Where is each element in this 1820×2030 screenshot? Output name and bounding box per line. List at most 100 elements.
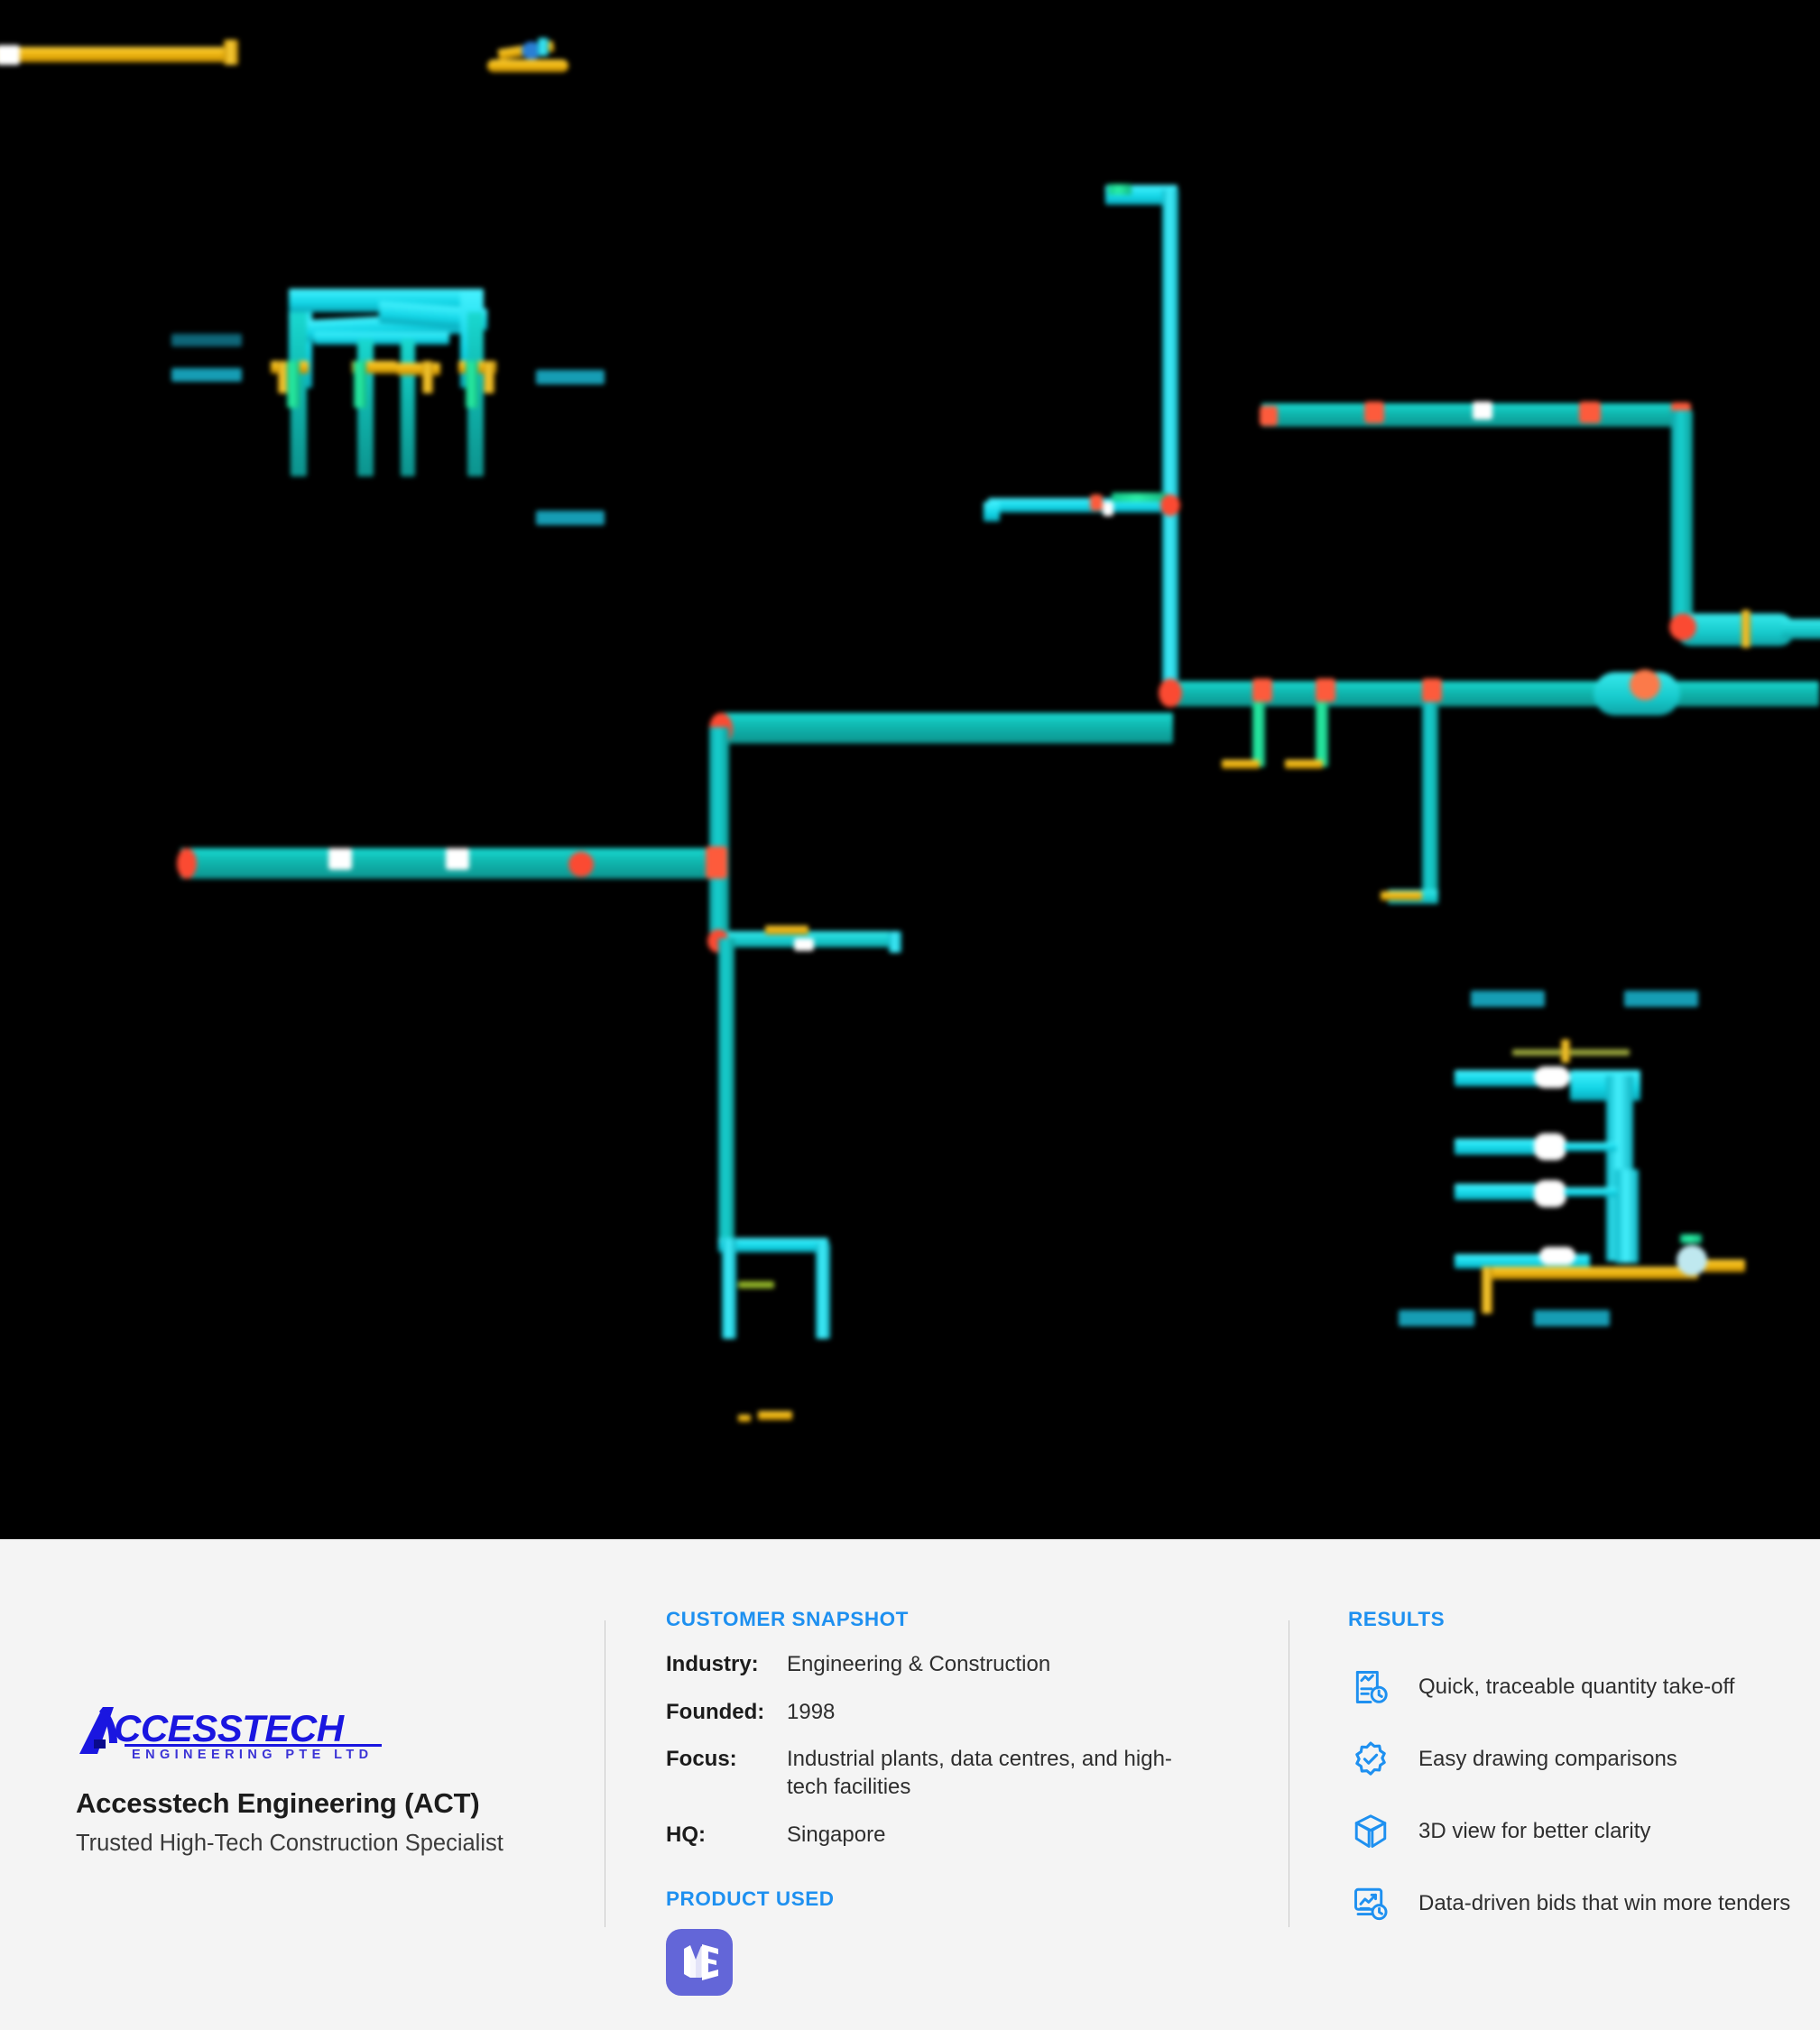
snapshot-row-focus: Focus: Industrial plants, data centres, … [666, 1746, 1243, 1801]
label-subassembly-top-2 [1624, 991, 1698, 1007]
node-branch-mid-a [1090, 494, 1103, 511]
result-text-3d-view: 3D view for better clarity [1418, 1819, 1651, 1843]
rack-green-3 [466, 361, 478, 408]
marker-bottom-yellow-1 [738, 1415, 751, 1422]
trunk-drop-green-1 [1252, 702, 1265, 767]
accesstech-logo: CCESSTECH ENGINEERING PTE LTD [76, 1702, 432, 1761]
node-run-left-2 [446, 848, 469, 870]
subassembly-top-bar [1512, 1049, 1630, 1056]
subassembly-cross-node [1677, 1245, 1707, 1276]
rack-valve-1-v [278, 361, 289, 393]
node-trunk-riser-join [1159, 678, 1182, 707]
node-run-left-3 [568, 852, 594, 877]
snapshot-key-hq: HQ: [666, 1822, 706, 1847]
snapshot-row-industry: Industry: Engineering & Construction [666, 1651, 1243, 1679]
pipe-right-edge [1782, 619, 1820, 639]
riser-main-upper [1162, 189, 1178, 695]
result-text-drawing-comparisons: Easy drawing comparisons [1418, 1747, 1677, 1771]
rack-drop-3 [401, 339, 415, 476]
pipe-yellow-top-loop [487, 60, 568, 72]
results-list: Quick, traceable quantity take-off Easy … [1348, 1651, 1799, 1940]
subassembly-header-riser-2 [1615, 1169, 1639, 1263]
node-trunk-right-2 [1316, 678, 1335, 702]
branch-mid-left-elbow [984, 502, 1000, 521]
pipe-cyan-top-loop-stub [538, 38, 549, 56]
result-text-data-driven-bids: Data-driven bids that win more tenders [1418, 1891, 1791, 1915]
rack-green-1 [287, 361, 300, 408]
subassembly-valve-3 [1534, 1180, 1566, 1207]
trunk-left-riser [709, 727, 729, 935]
product-used-heading: PRODUCT USED [666, 1887, 835, 1910]
node-upper-right-start [1260, 406, 1278, 426]
result-item-drawing-comparisons: Easy drawing comparisons [1348, 1723, 1799, 1795]
node-white-top-left [0, 45, 20, 65]
bottom-u-green-label [738, 1281, 774, 1288]
subassembly-yellow-main [1482, 1267, 1698, 1279]
snapshot-value-focus: Industrial plants, data centres, and hig… [787, 1747, 1172, 1800]
subassembly-cross-green [1680, 1234, 1702, 1243]
snapshot-value-industry: Engineering & Construction [787, 1652, 1051, 1676]
snapshot-key-industry: Industry: [666, 1652, 759, 1676]
node-run-left-1 [328, 848, 352, 870]
model-viewport[interactable] [0, 0, 1820, 1539]
snapshot-row-founded: Founded: 1998 [666, 1699, 1243, 1727]
company-column: CCESSTECH ENGINEERING PTE LTD Accesstech… [76, 1702, 563, 1859]
trunk-main-horizontal [722, 713, 1173, 743]
bottom-u-horizontal [718, 1238, 828, 1252]
rack-valve-4-v [484, 361, 494, 393]
report-chart-clock-icon [1348, 1665, 1393, 1710]
drop-center-long [718, 938, 734, 1245]
customer-snapshot-heading: CUSTOMER SNAPSHOT [666, 1608, 909, 1630]
rack-green-2 [354, 361, 366, 408]
trunk-drop-green-2 [1316, 702, 1328, 767]
result-text-quantity-takeoff: Quick, traceable quantity take-off [1418, 1675, 1735, 1699]
label-subassembly-bottom-1 [1399, 1310, 1474, 1326]
label-rack-2 [171, 368, 242, 382]
svg-text:ENGINEERING PTE LTD: ENGINEERING PTE LTD [132, 1748, 373, 1761]
branch-mid-left [988, 498, 1169, 512]
subassembly-valve-4 [1539, 1247, 1575, 1265]
riser-top-cap [1108, 184, 1132, 195]
company-name: Accesstech Engineering (ACT) [76, 1787, 480, 1819]
svg-text:CCESSTECH: CCESSTECH [114, 1707, 346, 1749]
rack-drop-2 [357, 339, 374, 476]
snapshot-key-founded: Founded: [666, 1699, 765, 1724]
result-item-3d-view: 3D view for better clarity [1348, 1795, 1799, 1868]
subassembly-valve-2 [1534, 1133, 1566, 1160]
analytics-trend-clock-icon [1348, 1881, 1393, 1926]
result-item-data-driven-bids: Data-driven bids that win more tenders [1348, 1868, 1799, 1940]
label-rack-right-1 [536, 370, 605, 384]
node-upper-right-3 [1579, 401, 1601, 423]
pipe-yellow-top-left [0, 47, 230, 62]
rack-valve-3-v [422, 361, 433, 393]
fitting-right-tank-seam [1741, 610, 1751, 648]
results-column: RESULTS Quick, traceable quantity take-o… [1348, 1608, 1799, 1940]
piping-model-render [0, 38, 1820, 1422]
branch-lower-yellow [765, 926, 808, 935]
node-upper-right-2 [1473, 401, 1492, 420]
subassembly-yellow-drop [1482, 1267, 1492, 1314]
node-trunk-right-1 [1252, 678, 1272, 702]
subassembly-top-stub [1561, 1039, 1570, 1063]
trunk-drop-yellow-2 [1285, 760, 1323, 769]
trunk-drop-yellow-1 [1222, 760, 1260, 769]
trunk-drop-long [1422, 702, 1438, 902]
run-upper-right-drop [1671, 411, 1693, 629]
snapshot-row-hq: HQ: Singapore [666, 1822, 1243, 1850]
node-run-left-start [177, 848, 197, 879]
subassembly-valve-1 [1534, 1066, 1570, 1088]
snapshot-value-hq: Singapore [787, 1822, 886, 1847]
results-heading: RESULTS [1348, 1608, 1446, 1630]
label-rack-right-2 [536, 511, 605, 525]
cube-3d-icon [1348, 1809, 1393, 1854]
node-upper-right-1 [1364, 401, 1384, 423]
subassembly-link-3 [1565, 1187, 1617, 1196]
node-right-tank-left [1669, 614, 1696, 641]
node-trunk-right-3 [1422, 678, 1442, 702]
subassembly-link-2 [1565, 1142, 1617, 1151]
trunk-right-horizontal [1173, 681, 1819, 706]
node-trunk-bulge [1630, 669, 1660, 700]
label-rack-1 [171, 334, 242, 346]
me-app-icon[interactable] [666, 1928, 733, 1996]
node-white-branch-mid [1103, 502, 1113, 516]
